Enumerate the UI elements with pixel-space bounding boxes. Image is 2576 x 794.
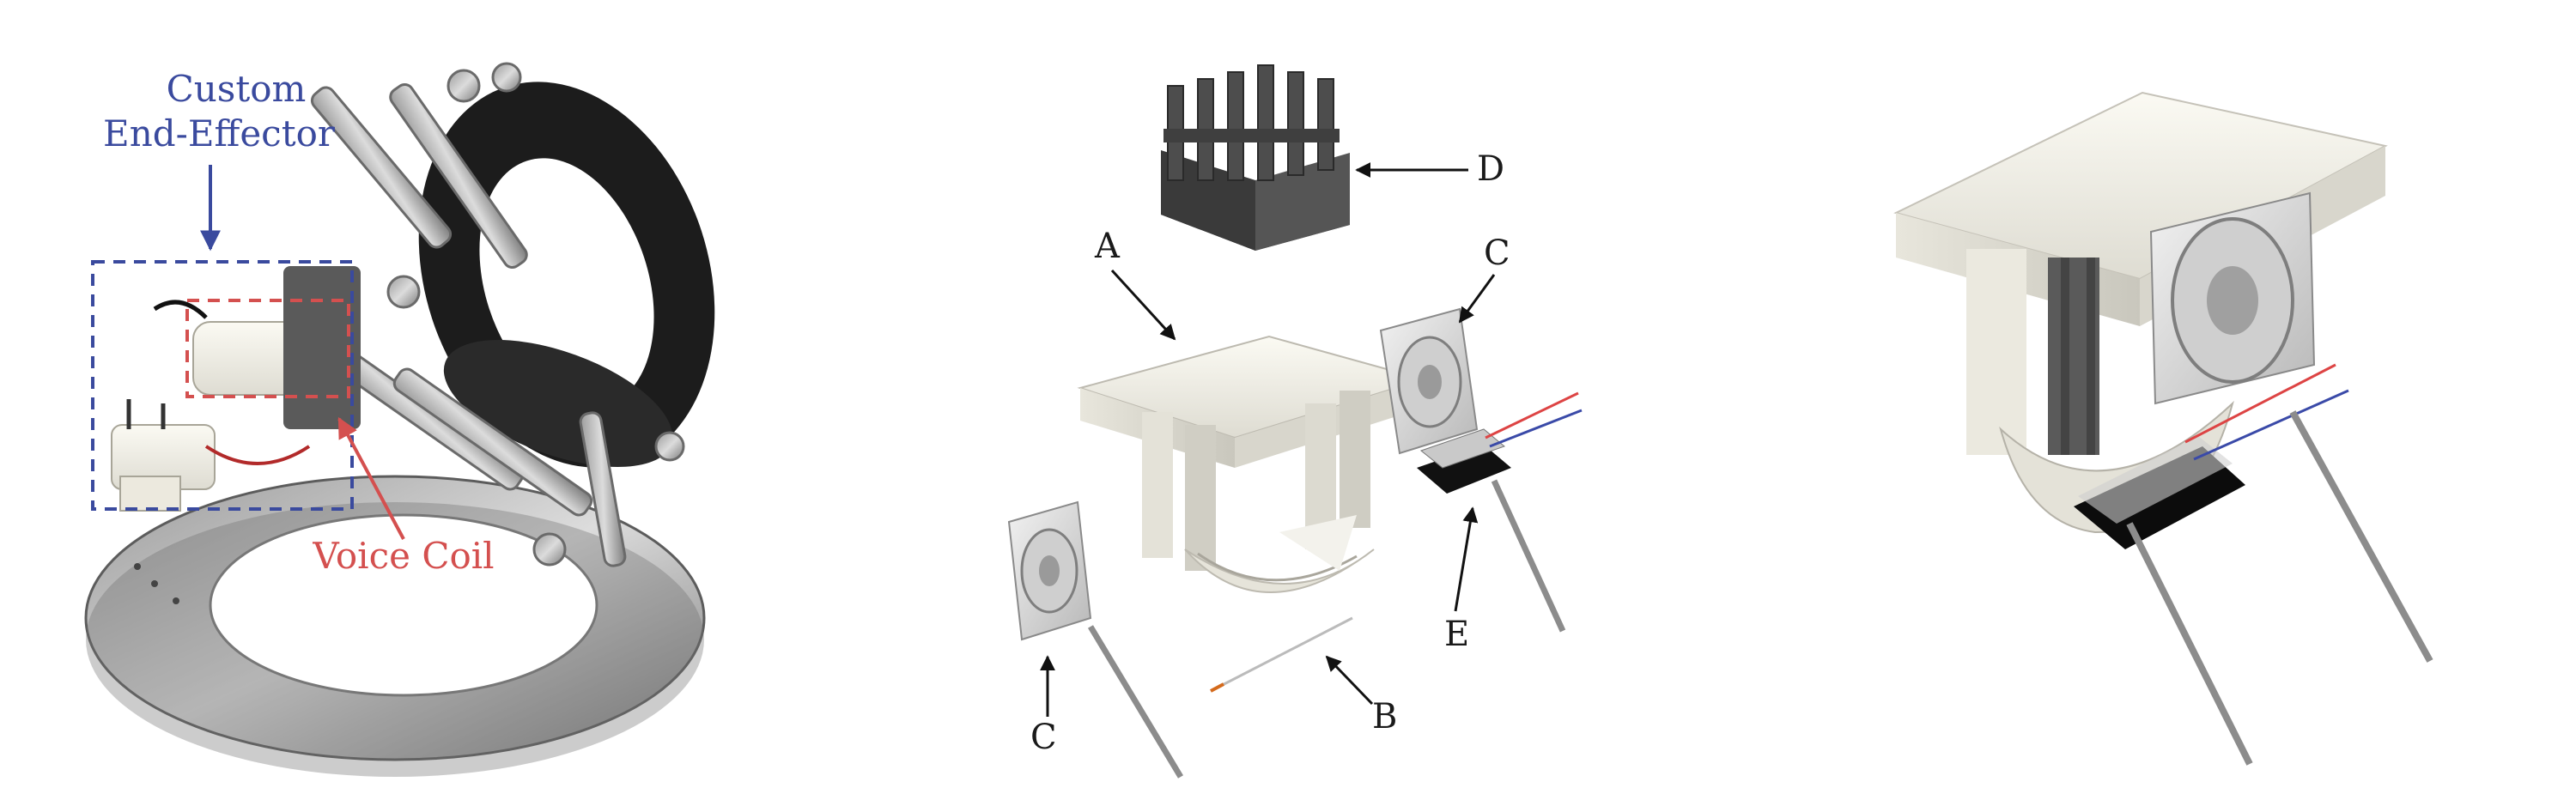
- linkage-illustration: [310, 62, 685, 567]
- part-arrow-b: [1325, 655, 1374, 706]
- end-effector-label-line2: End-Effector: [103, 112, 336, 155]
- assembled-funnel-illustration: [1999, 400, 2245, 549]
- mount-block-illustration: [1077, 335, 1427, 593]
- voice-coil-dashed-box: [185, 299, 350, 398]
- fan-top-illustration: [1379, 307, 1479, 455]
- assembled-view-panel: [1893, 91, 2433, 766]
- part-label-a: A: [1094, 227, 1121, 266]
- black-disk-illustration: [418, 82, 715, 468]
- end-effector-illustration: [111, 266, 361, 512]
- assembled-probe-left: [2126, 522, 2253, 766]
- end-effector-dashed-box: [91, 260, 354, 511]
- end-effector-label-line1: Custom: [167, 68, 307, 110]
- part-label-b: B: [1372, 697, 1397, 736]
- part-label-d: D: [1477, 149, 1504, 189]
- photo-panel: Custom End-Effector Voice Coil: [84, 62, 715, 777]
- assembled-wire-blue: [2193, 389, 2349, 461]
- part-arrow-a: [1110, 269, 1176, 341]
- part-arrow-e: [1454, 506, 1479, 612]
- fan-bottom-illustration: [1007, 500, 1184, 779]
- assembled-fan-illustration: [2149, 191, 2316, 405]
- part-arrow-c-top: [1458, 274, 1496, 324]
- part-label-c-bottom: C: [1030, 718, 1057, 757]
- assembled-wire-red: [2184, 363, 2336, 444]
- sensor-strip-illustration: [1210, 616, 1353, 693]
- part-label-c-top: C: [1484, 233, 1510, 273]
- exploded-view-panel: A D C E B C: [1007, 64, 1583, 779]
- peltier-illustration: [1417, 391, 1583, 633]
- part-label-e: E: [1444, 615, 1469, 654]
- assembled-probe-right: [2289, 410, 2433, 663]
- voice-coil-arrow: [337, 416, 405, 540]
- voice-coil-label: Voice Coil: [312, 535, 494, 577]
- heat-sink-illustration: [1161, 64, 1350, 251]
